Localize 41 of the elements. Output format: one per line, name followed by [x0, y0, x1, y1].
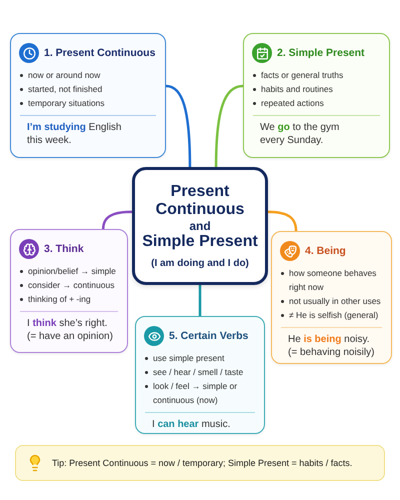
- bullet-text: look / feel → simple or continuous (now): [153, 380, 238, 407]
- example-sentence: We go to the gym every Sunday.: [259, 121, 340, 147]
- example-sentence: I can hear music.: [151, 418, 232, 431]
- example-note: (= behaving noisily): [287, 346, 376, 359]
- connector-line: [198, 285, 202, 316]
- tip-text: Tip: Present Continuous = now / temporary; Simple Present = habits / facts.: [52, 457, 352, 469]
- bullet-text: facts or general truths: [261, 69, 344, 82]
- bullet-text: started, not finished: [28, 83, 104, 96]
- category-card: [10, 33, 166, 158]
- tip-banner: [15, 445, 385, 481]
- connector-line: [166, 84, 192, 168]
- bullet-text: habits and routines: [261, 83, 334, 96]
- bullet-text: thinking of + -ing: [28, 293, 92, 306]
- bullet-text: repeated actions: [261, 97, 325, 110]
- example-sentence: I think she’s right.: [26, 317, 108, 330]
- card-heading: 4. Being: [305, 244, 346, 258]
- bullet-text: temporary situations: [28, 97, 106, 110]
- category-card: [135, 316, 265, 434]
- category-card: [243, 33, 390, 158]
- central-topic-box: [132, 167, 268, 285]
- topic-title: Simple Present: [142, 232, 258, 250]
- category-card: [10, 229, 128, 353]
- card-heading: 3. Think: [44, 242, 84, 256]
- bullet-text: now or around now: [28, 69, 102, 82]
- bullet-text: opinion/belief → simple: [28, 265, 117, 278]
- card-heading: 5. Certain Verbs: [169, 330, 248, 342]
- example-sentence: He is being noisy.: [287, 333, 371, 346]
- bullet-text: see / hear / smell / taste: [153, 366, 244, 379]
- card-heading: 1. Present Continuous: [44, 46, 156, 60]
- bullet-text: use simple present: [153, 352, 226, 365]
- topic-subtitle: (I am doing and I do): [151, 258, 249, 270]
- example-note: (= have an opinion): [26, 330, 114, 343]
- example-sentence: I’m studying English this week.: [26, 121, 122, 147]
- connector-line: [214, 84, 244, 168]
- card-heading: 2. Simple Present: [277, 46, 365, 60]
- category-card: [271, 231, 392, 364]
- bullet-text: not usually in other uses: [289, 295, 382, 308]
- bullet-text: ≠ He is selfish (general): [289, 309, 380, 322]
- topic-title: Present Continuous: [154, 182, 246, 218]
- topic-conjunction: and: [189, 218, 211, 232]
- bullet-text: consider → continuous: [28, 279, 116, 292]
